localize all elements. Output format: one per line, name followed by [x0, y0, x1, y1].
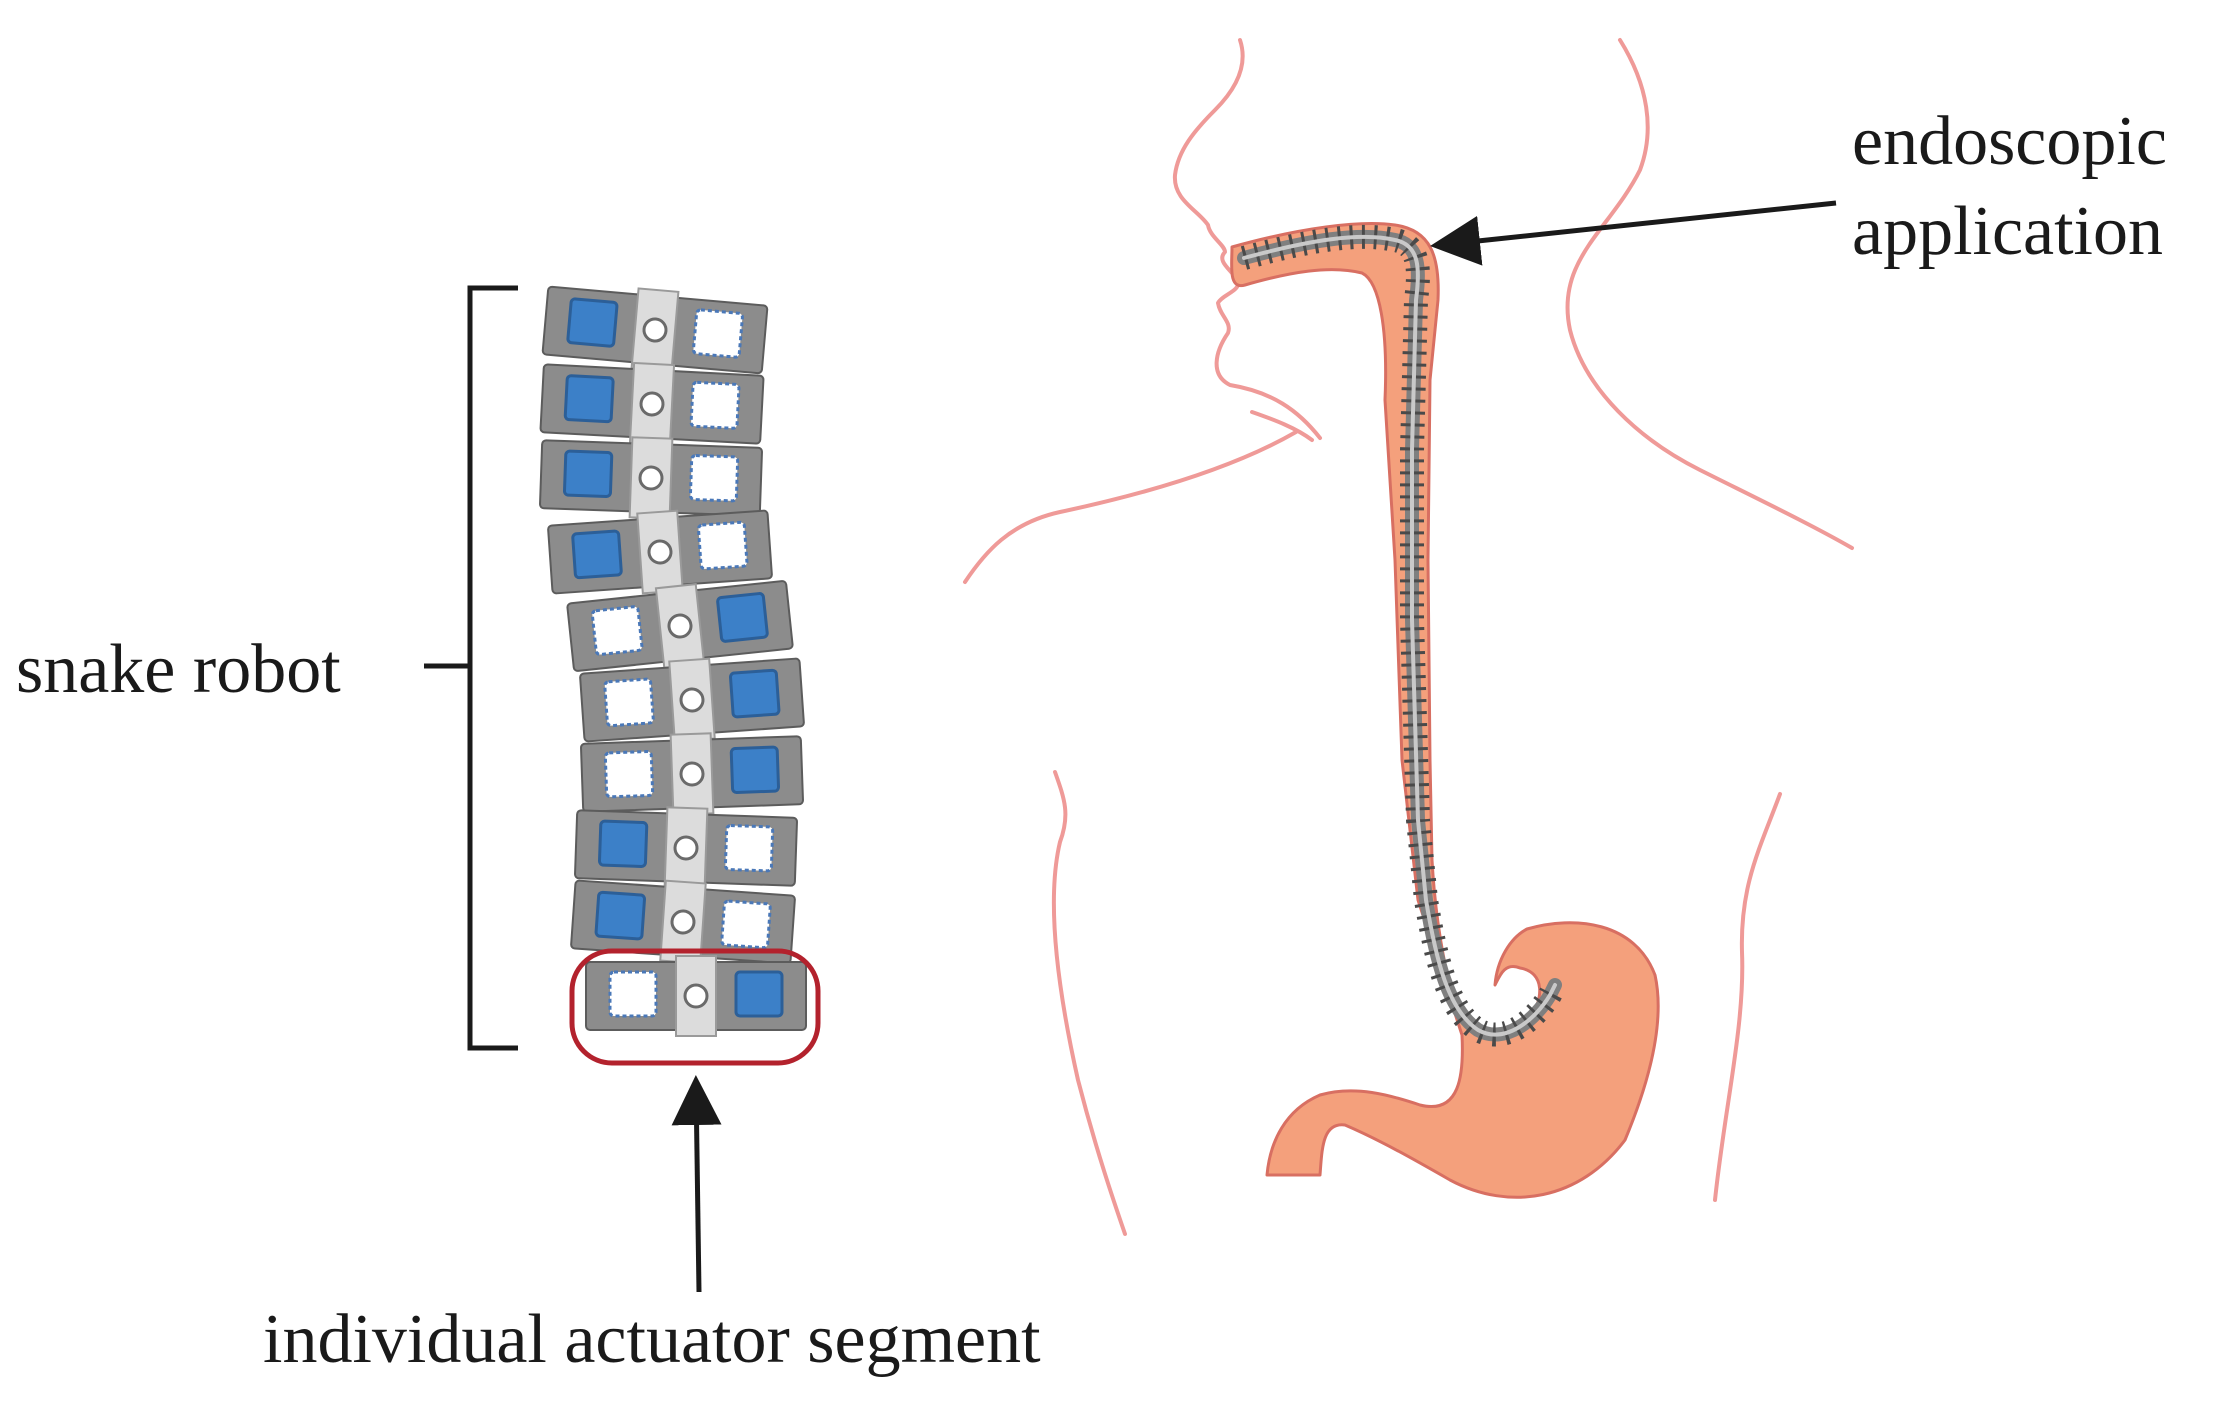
- actuator-left: [562, 449, 614, 498]
- actuator-segment: [570, 879, 796, 965]
- actuator-segment: [574, 806, 798, 890]
- actuator-right: [729, 745, 781, 794]
- actuator-right: [720, 899, 772, 950]
- left-torso: [1051, 770, 1127, 1236]
- joint-pin: [647, 539, 673, 565]
- actuator-right: [689, 380, 741, 430]
- joint-pin: [673, 835, 699, 861]
- actuator-right: [691, 308, 744, 359]
- actuator-left: [608, 970, 658, 1018]
- actuator-left: [566, 297, 619, 348]
- segment-highlight-ring: [569, 948, 821, 1066]
- actuator-segment: [580, 732, 804, 816]
- endoscopic-label: endoscopic: [1852, 103, 2167, 180]
- actuator-right: [688, 454, 740, 503]
- esophagus-and-stomach: [1230, 222, 1660, 1199]
- right-torso: [1713, 792, 1782, 1202]
- joint-pin: [683, 983, 709, 1009]
- actuator-segment: [579, 657, 805, 743]
- actuator-left: [590, 605, 644, 656]
- actuator-right: [696, 520, 749, 571]
- actuator-segment: [539, 436, 763, 520]
- individual-actuator-segment-label: individual actuator segment: [263, 1301, 1041, 1378]
- human-body-outline: [963, 38, 1854, 1236]
- actuator-right: [723, 824, 775, 873]
- actuator-left: [594, 890, 647, 941]
- joint-pin: [642, 317, 668, 343]
- actuator-segment: [566, 580, 794, 672]
- snake-robot-bracket: [467, 285, 518, 1051]
- snake-robot-figure: [539, 285, 807, 1037]
- actuator-right: [734, 970, 784, 1018]
- segment-arrow: [671, 1075, 722, 1293]
- jaw-line: [1250, 410, 1314, 442]
- actuator-segment: [547, 509, 773, 595]
- left-shoulder: [963, 430, 1298, 584]
- actuator-right: [716, 592, 769, 643]
- actuator-left: [563, 374, 615, 424]
- actuator-segment: [539, 361, 765, 447]
- actuator-segment: [585, 955, 807, 1037]
- joint-pin: [679, 761, 705, 787]
- joint-pin: [667, 613, 693, 639]
- actuator-left: [571, 529, 623, 580]
- snake-robot-label: snake robot: [16, 631, 341, 708]
- endoscope-arrow: [1430, 200, 1837, 266]
- back-of-neck: [1565, 38, 1854, 550]
- endoscope-core: [1242, 234, 1557, 1037]
- joint-pin: [639, 391, 665, 417]
- endoscope-snake-robot: [1237, 224, 1566, 1047]
- actuator-left: [603, 677, 655, 728]
- joint-pin: [638, 465, 664, 491]
- actuator-left: [603, 750, 655, 799]
- actuator-right: [728, 668, 781, 719]
- face-profile: [1172, 38, 1322, 440]
- joint-pin: [679, 687, 705, 713]
- joint-pin: [670, 909, 696, 935]
- actuator-left: [597, 819, 649, 868]
- application-label: application: [1852, 193, 2163, 270]
